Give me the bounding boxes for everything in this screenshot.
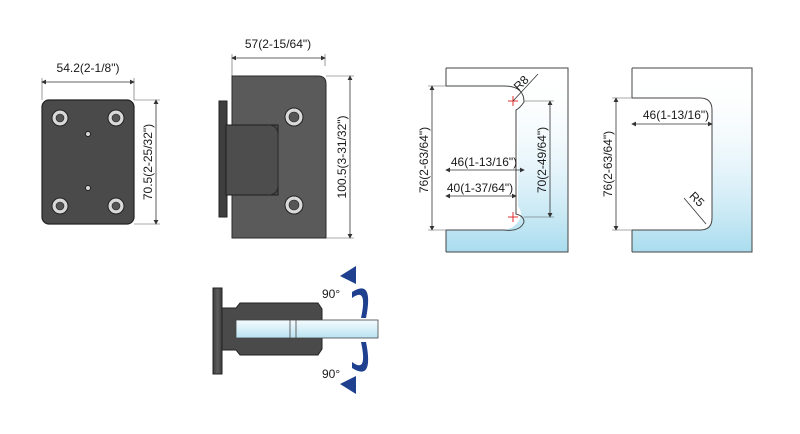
- angle-top-label: 90°: [322, 287, 340, 301]
- plate-center-hole: [85, 185, 91, 191]
- plate-body: [41, 99, 135, 225]
- plate-width-label: 54.2(2-1/8"): [57, 61, 120, 75]
- glass-notch-cutout-view: R8 76(2-63/64") 46(1-13/16") 40(1-37/64"…: [417, 67, 569, 253]
- plate-hole: [51, 197, 69, 215]
- body-screw: [284, 107, 304, 127]
- glass-panel-top: [235, 319, 379, 339]
- notch-46-label: 46(1-13/16"): [451, 155, 517, 169]
- mounting-plate-view: 54.2(2-1/8") 70.5(2-25/32"): [41, 61, 160, 225]
- angle-bottom-label: 90°: [322, 367, 340, 381]
- glass-clamp: [225, 124, 279, 196]
- notch-edge: [446, 85, 525, 231]
- plate-hole: [107, 109, 125, 127]
- hinge-top-view: 90° 90°: [212, 266, 379, 394]
- notch-40-label: 40(1-37/64"): [447, 181, 513, 195]
- plate-height-label: 70.5(2-25/32"): [141, 124, 155, 200]
- center-mark: [508, 212, 518, 222]
- radius-r5-label: R5: [686, 189, 707, 210]
- plate-center-hole: [85, 131, 91, 137]
- corner-46-label: 46(1-13/16"): [643, 108, 709, 122]
- curved-arrow-up-icon: [352, 288, 369, 318]
- body-height-label: 100.5(3-31/32"): [335, 116, 349, 199]
- notch-70-label: 70(2-49/64"): [535, 127, 549, 193]
- plate-hole: [51, 109, 69, 127]
- plate-hole: [107, 197, 125, 215]
- glass-fill: [632, 68, 752, 252]
- glass-corner-cutout-view: 76(2-63/64") 46(1-13/16") R5: [601, 67, 753, 253]
- glass-fill: [446, 68, 568, 252]
- body-screw: [284, 195, 304, 215]
- wall-plate-top: [212, 287, 223, 375]
- curved-arrow-down-icon: [352, 342, 369, 372]
- body-width-label: 57(2-15/64"): [245, 37, 311, 51]
- corner-edge: [632, 97, 713, 231]
- notch-height-label: 76(2-63/64"): [417, 127, 431, 193]
- corner-height-label: 76(2-63/64"): [601, 131, 615, 197]
- hinge-body-view: 57(2-15/64") 100.5(3-31/32"): [218, 37, 354, 239]
